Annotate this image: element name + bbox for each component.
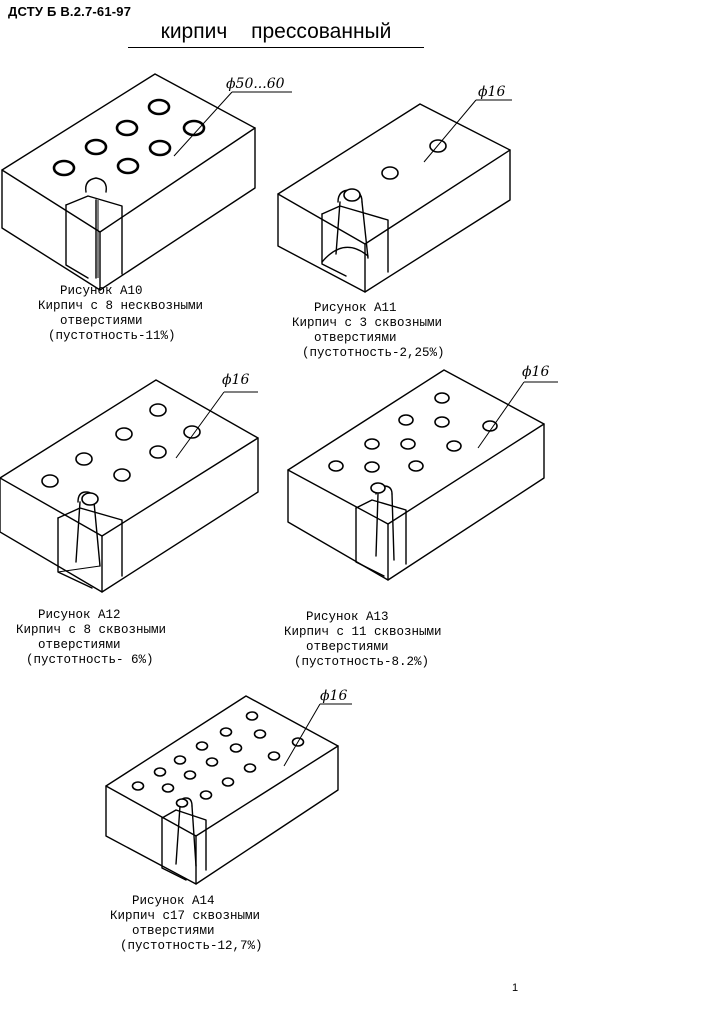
caption-line: отверстиями <box>60 314 143 328</box>
figure-caption-a14: Рисунок А14 Кирпич с17 сквозными отверст… <box>110 894 263 954</box>
caption-title: Рисунок А11 <box>314 301 397 315</box>
dimension-label-a14: ϕ16 <box>320 688 347 704</box>
caption-line: отверстиями <box>306 640 389 654</box>
caption-title: Рисунок А14 <box>132 894 215 908</box>
caption-line: Кирпич с 11 сквозными <box>284 625 442 639</box>
caption-title: Рисунок А13 <box>306 610 389 624</box>
page-title: кирпич прессованный <box>128 20 424 48</box>
caption-title: Рисунок А12 <box>38 608 121 622</box>
caption-line: Кирпич с 8 сквозными <box>16 623 167 637</box>
caption-line: (пустотность-12,7%) <box>120 939 263 953</box>
brick-drawing-a11: ϕ16 <box>277 84 512 293</box>
caption-line: Кирпич с17 сквозными <box>110 909 261 923</box>
brick-drawing-a12: ϕ16 <box>0 372 259 593</box>
caption-line: (пустотность-2,25%) <box>302 346 445 360</box>
figure-caption-a13: Рисунок А13 Кирпич с 11 сквозными отверс… <box>284 610 442 670</box>
caption-line: (пустотность- 6%) <box>26 653 154 667</box>
brick-drawing-a10: ϕ50...60 <box>1 73 292 291</box>
caption-title: Рисунок А10 <box>60 284 143 298</box>
caption-line: (пустотность-11%) <box>48 329 176 343</box>
caption-line: (пустотность-8.2%) <box>294 655 430 669</box>
caption-line: отверстиями <box>132 924 215 938</box>
figure-caption-a12: Рисунок А12 Кирпич с 8 сквозными отверст… <box>16 608 166 668</box>
caption-line: отверстиями <box>314 331 397 345</box>
dimension-label-a10: ϕ50...60 <box>226 76 285 92</box>
brick-drawing-a14: ϕ16 <box>105 688 352 885</box>
caption-line: отверстиями <box>38 638 121 652</box>
figure-caption-a10: Рисунок А10 Кирпич с 8 несквозными отвер… <box>38 284 203 344</box>
caption-line: Кирпич с 3 сквозными <box>292 316 443 330</box>
brick-drawing-a13: ϕ16 <box>287 364 558 581</box>
figure-caption-a11: Рисунок А11 Кирпич с 3 сквозными отверст… <box>292 301 445 361</box>
standard-code: ДСТУ Б В.2.7-61-97 <box>8 4 132 19</box>
page-number: 1 <box>512 982 519 994</box>
caption-line: Кирпич с 8 несквозными <box>38 299 204 313</box>
dimension-label-a11: ϕ16 <box>478 84 505 100</box>
dimension-label-a12: ϕ16 <box>222 372 249 388</box>
dimension-label-a13: ϕ16 <box>522 364 549 380</box>
